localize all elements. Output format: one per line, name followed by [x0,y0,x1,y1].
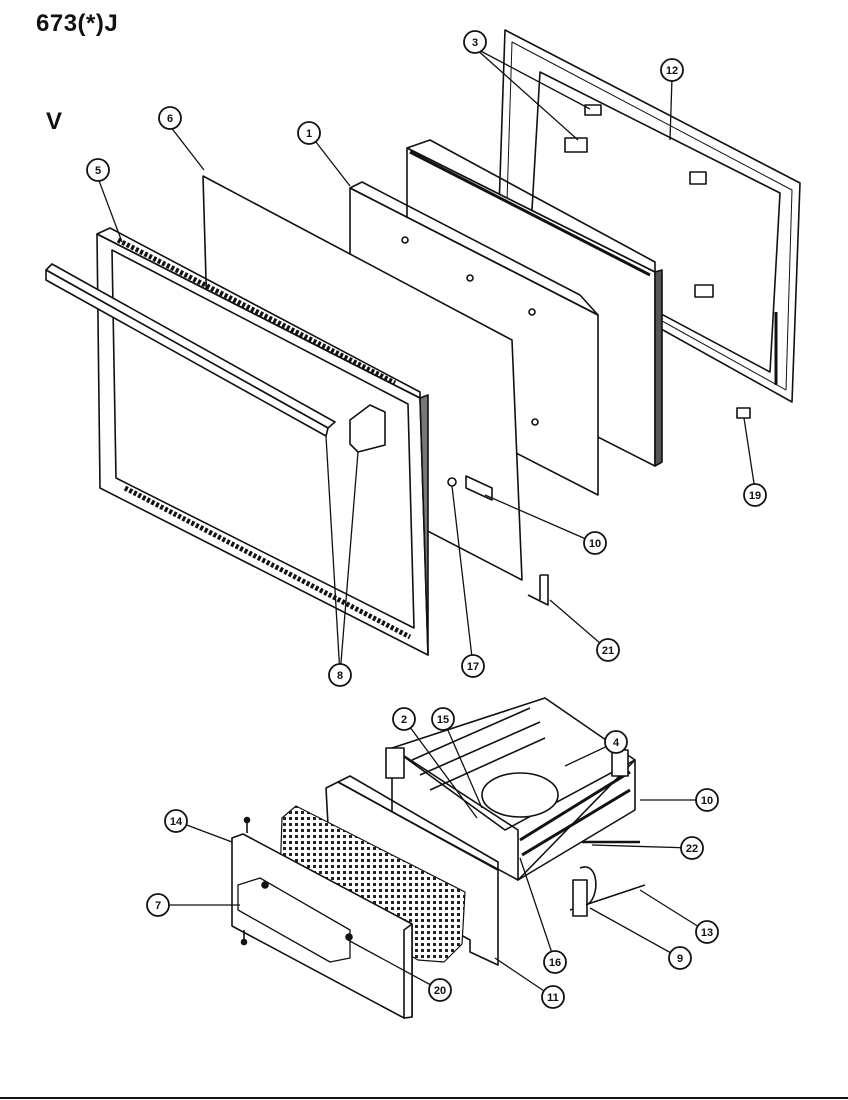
callout-label: 22 [686,843,698,855]
callout-circle [328,663,352,687]
callout-label: 13 [701,927,713,939]
callout-label: 11 [547,992,559,1004]
callout-c17: 17 [461,654,485,678]
callout-circle [541,985,565,1009]
callout-c8: 8 [328,663,352,687]
callout-circle [695,788,719,812]
callout-c14: 14 [164,809,188,833]
callout-circle [392,707,416,731]
callout-circle [146,893,170,917]
callout-circle [164,809,188,833]
callout-c6: 6 [158,106,182,130]
callout-label: 10 [701,795,713,807]
callout-c10b: 10 [695,788,719,812]
callout-c19: 19 [743,483,767,507]
callout-circle [543,950,567,974]
callout-label: 17 [467,661,479,673]
callout-circle [680,836,704,860]
callout-circle [463,30,487,54]
callout-c22: 22 [680,836,704,860]
part-screw [447,477,457,487]
part-drawer-bracket [572,866,597,917]
callout-circle [668,946,692,970]
callout-label: 3 [472,37,478,49]
callout-circle [297,121,321,145]
callout-label: 15 [437,714,449,726]
callout-label: 9 [677,953,683,965]
callout-c4: 4 [604,730,628,754]
callout-c20: 20 [428,978,452,1002]
callout-circle [660,58,684,82]
bottom-rule [0,1097,848,1099]
callout-label: 5 [95,165,101,177]
part-screws [240,816,251,946]
part-drawer-front [231,833,413,1019]
model-title: 673(*)J [36,10,119,37]
callout-label: 16 [549,957,561,969]
callout-label: 1 [306,128,312,140]
callout-circle [86,158,110,182]
callout-label: 14 [170,816,183,828]
callout-c11: 11 [541,985,565,1009]
callout-c13: 13 [695,920,719,944]
callout-c7: 7 [146,893,170,917]
callout-label: 8 [337,670,343,682]
callout-c3: 3 [463,30,487,54]
part-drawer-body [385,697,636,881]
callout-label: 19 [749,490,761,502]
callout-c2: 2 [392,707,416,731]
callout-label: 10 [589,538,601,550]
callout-circle [461,654,485,678]
callout-c16: 16 [543,950,567,974]
callout-circle [743,483,767,507]
callout-c10a: 10 [583,531,607,555]
callout-c9: 9 [668,946,692,970]
callout-label: 21 [602,645,614,657]
callout-label: 4 [613,737,620,749]
callout-label: 7 [155,900,161,912]
callout-circle [158,106,182,130]
callout-circle [604,730,628,754]
callout-circle [431,707,455,731]
callout-c12: 12 [660,58,684,82]
callout-label: 12 [666,65,678,77]
callout-c15: 15 [431,707,455,731]
callout-circle [583,531,607,555]
callout-label: 20 [434,985,446,997]
callout-circle [695,920,719,944]
section-label: V [46,108,63,135]
callout-c1: 1 [297,121,321,145]
callout-circle [596,638,620,662]
callout-label: 2 [401,714,407,726]
part-label-plate [465,475,493,501]
callout-c5: 5 [86,158,110,182]
callout-c21: 21 [596,638,620,662]
callout-circle [428,978,452,1002]
part-clip [736,407,751,419]
part-bracket [527,574,549,606]
part-door-handle [45,263,386,453]
callout-label: 6 [167,113,173,125]
